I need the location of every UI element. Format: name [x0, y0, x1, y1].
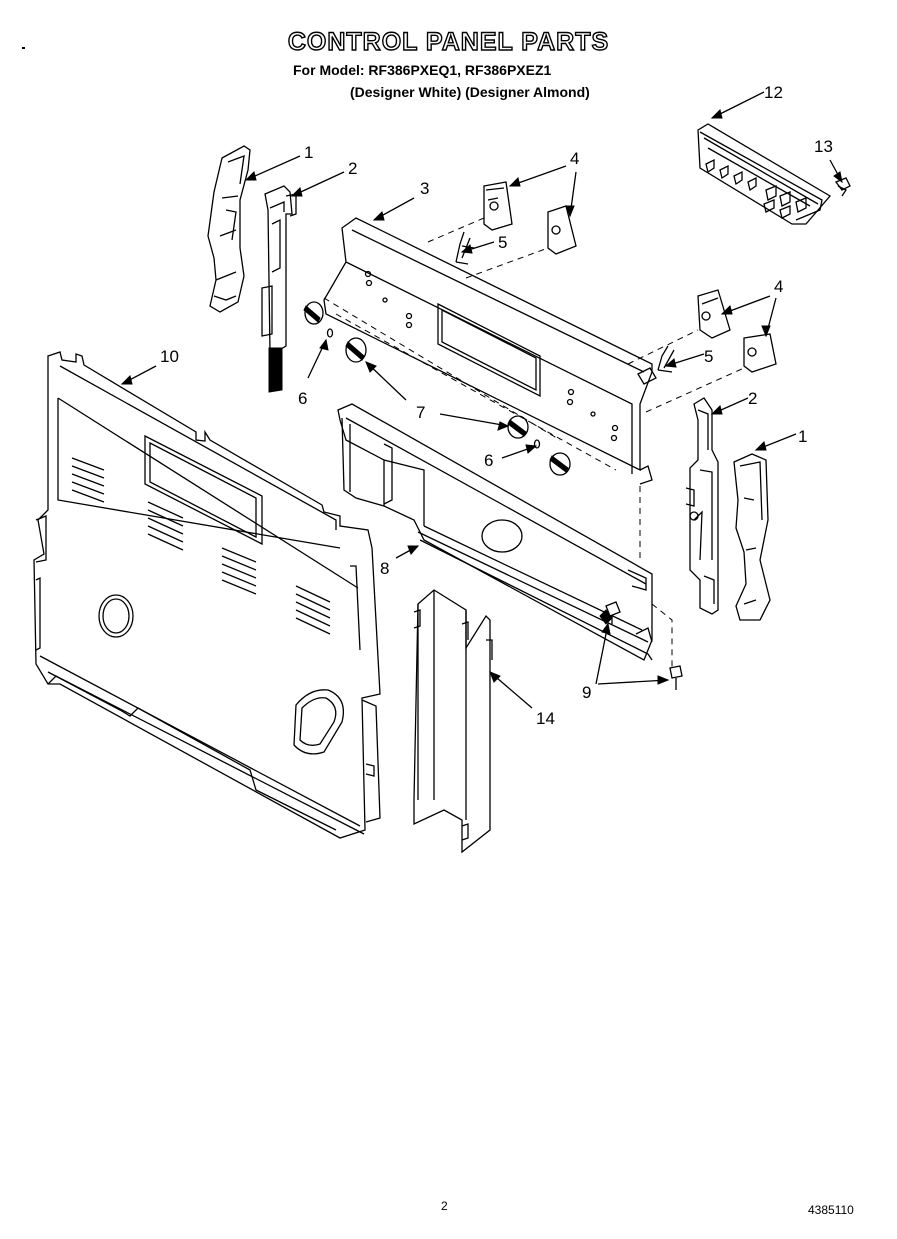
callout-leaders — [120, 91, 843, 709]
callout-9: 9 — [582, 683, 591, 702]
callout-2-right: 2 — [748, 389, 757, 408]
part-1-right-end-cap — [733, 453, 771, 621]
part-3-control-panel — [323, 217, 657, 485]
part-13-screw — [834, 177, 851, 197]
part-14-side-shield — [413, 589, 493, 854]
callout-1-left: 1 — [304, 143, 313, 162]
part-2-left-bracket — [261, 185, 297, 393]
part-6-clips — [326, 328, 541, 449]
callout-2-left: 2 — [348, 159, 357, 178]
callout-10: 10 — [160, 347, 179, 366]
callout-4-right: 4 — [774, 277, 783, 296]
speck — [22, 47, 25, 49]
part-4-switches — [483, 181, 777, 373]
model-subtitle: For Model: RF386PXEQ1, RF386PXEZ1 — [293, 62, 552, 78]
callout-14: 14 — [536, 709, 555, 728]
assembly-guide-lines — [323, 217, 745, 668]
callout-3: 3 — [420, 179, 429, 198]
part-1-left-end-cap — [207, 145, 251, 313]
callout-13: 13 — [814, 137, 833, 156]
callout-labels: 1 2 3 4 5 12 13 4 5 2 1 10 6 7 6 8 9 14 — [160, 83, 833, 728]
part-7-knobs — [303, 301, 571, 476]
page-title: CONTROL PANEL PARTS — [287, 27, 610, 56]
part-2-right-bracket — [685, 397, 719, 615]
callout-5-top: 5 — [498, 233, 507, 252]
callout-6-left: 6 — [298, 389, 307, 408]
page-number: 2 — [441, 1199, 448, 1213]
callout-8: 8 — [380, 559, 389, 578]
part-12-overlay — [697, 123, 831, 225]
part-9-screws — [605, 601, 683, 690]
callout-7: 7 — [416, 403, 425, 422]
callout-5-right: 5 — [704, 347, 713, 366]
part-10-rear-panel — [33, 351, 381, 839]
part-8-inner-shield — [337, 403, 653, 661]
document-number: 4385110 — [808, 1203, 854, 1217]
callout-1-right: 1 — [798, 427, 807, 446]
callout-6-right: 6 — [484, 451, 493, 470]
callout-12: 12 — [764, 83, 783, 102]
callout-4-top: 4 — [570, 149, 579, 168]
variant-subtitle: (Designer White) (Designer Almond) — [350, 84, 590, 100]
